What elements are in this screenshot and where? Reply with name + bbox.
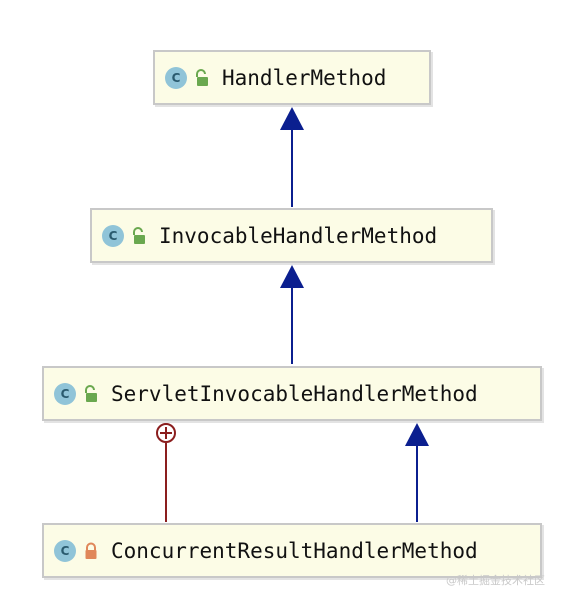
extends-arrowhead <box>280 265 304 288</box>
class-node-invocable-handler-method[interactable]: C InvocableHandlerMethod <box>90 208 493 263</box>
public-lock-icon <box>133 226 145 244</box>
class-icon: C <box>102 224 124 247</box>
class-icon: C <box>54 539 76 562</box>
private-lock-icon <box>85 542 97 559</box>
class-name: ServletInvocableHandlerMethod <box>111 381 478 406</box>
public-lock-icon <box>85 384 97 402</box>
class-node-concurrent-result-handler-method[interactable]: C ConcurrentResultHandlerMethod <box>42 523 542 578</box>
inner-class-plus-icon <box>156 423 176 443</box>
class-name: HandlerMethod <box>222 65 387 90</box>
class-name: ConcurrentResultHandlerMethod <box>111 538 478 563</box>
public-lock-icon <box>196 68 208 86</box>
class-name: InvocableHandlerMethod <box>159 223 438 248</box>
class-node-handler-method[interactable]: C HandlerMethod <box>153 50 431 105</box>
extends-arrowhead <box>280 107 304 130</box>
extends-arrowhead <box>405 423 429 446</box>
class-icon: C <box>165 66 187 89</box>
class-node-servlet-invocable-handler-method[interactable]: C ServletInvocableHandlerMethod <box>42 366 542 421</box>
watermark: @稀土掘金技术社区 <box>446 574 545 587</box>
class-icon: C <box>54 382 76 405</box>
